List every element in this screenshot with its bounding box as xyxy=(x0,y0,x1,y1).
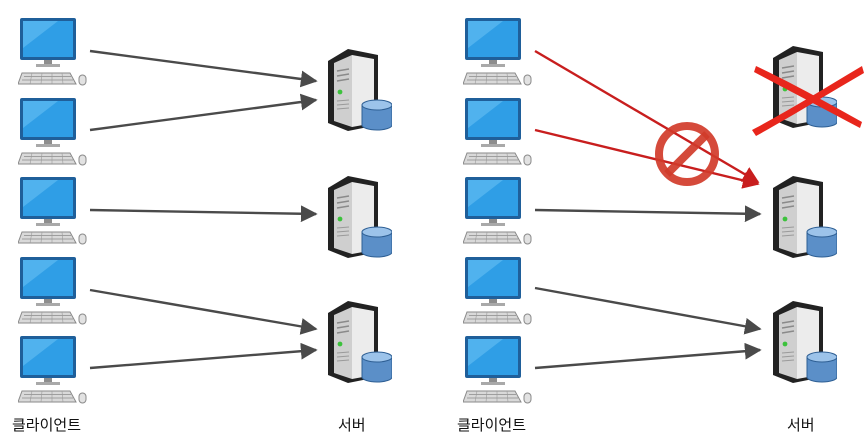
prohibited-sign-icon xyxy=(655,122,719,186)
arrow xyxy=(89,342,318,370)
desktop-computer-icon xyxy=(18,336,87,404)
server-icon xyxy=(772,300,837,384)
right-servers-label: 서버 xyxy=(787,416,815,434)
server-icon xyxy=(772,175,837,259)
right-panel xyxy=(463,18,864,404)
right-clients-label: 클라이언트 xyxy=(457,416,527,434)
left-servers-label: 서버 xyxy=(338,416,366,434)
arrow xyxy=(534,205,762,223)
desktop-computer-icon xyxy=(18,177,87,245)
desktop-computer-icon xyxy=(18,18,87,86)
left-clients-label: 클라이언트 xyxy=(12,416,82,434)
arrow xyxy=(89,288,318,335)
desktop-computer-icon xyxy=(18,98,87,166)
desktop-computer-icon xyxy=(463,257,532,325)
right-arrows xyxy=(534,49,762,370)
arrow xyxy=(534,286,762,335)
desktop-computer-icon xyxy=(463,18,532,86)
arrow xyxy=(534,342,762,370)
server-icon xyxy=(327,175,392,259)
server-icon xyxy=(327,300,392,384)
blocked-arrow xyxy=(534,49,760,184)
blocked-arrow xyxy=(534,128,760,189)
red-x-icon xyxy=(752,66,864,136)
server-icon xyxy=(327,48,392,132)
desktop-computer-icon xyxy=(463,98,532,166)
arrow xyxy=(89,49,318,88)
left-clients xyxy=(18,18,87,404)
arrow xyxy=(89,93,318,132)
right-clients xyxy=(463,18,532,404)
left-panel xyxy=(18,18,392,404)
desktop-computer-icon xyxy=(463,177,532,245)
desktop-computer-icon xyxy=(463,336,532,404)
desktop-computer-icon xyxy=(18,257,87,325)
left-arrows xyxy=(89,49,318,370)
arrow xyxy=(89,205,318,223)
left-servers xyxy=(327,48,392,384)
